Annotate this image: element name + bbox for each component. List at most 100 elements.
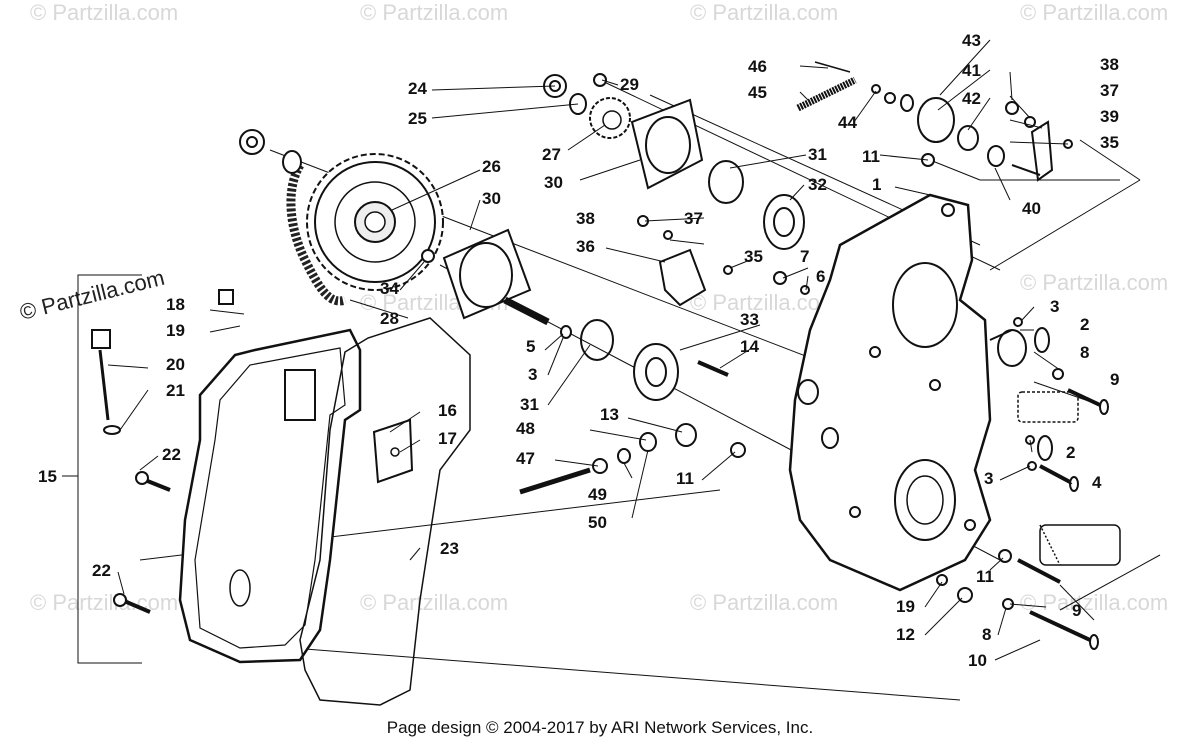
- callout-29: 29: [620, 75, 639, 94]
- callout-23: 23: [440, 539, 459, 558]
- callout-10: 10: [968, 651, 987, 670]
- leader-lines: [107, 39, 1101, 661]
- callout-2: 2: [1066, 443, 1075, 462]
- callout-1: 1: [872, 175, 881, 194]
- gasket: [299, 317, 471, 706]
- callout-15: 15: [38, 467, 57, 486]
- small-sprocket: [589, 97, 631, 139]
- spring: [796, 61, 857, 112]
- callout-32: 32: [808, 175, 827, 194]
- bolt-5: [503, 296, 572, 339]
- callout-37: 37: [1100, 81, 1119, 100]
- callout-8: 8: [982, 625, 991, 644]
- watermark-text: © Partzilla.com: [690, 590, 838, 615]
- callout-16: 16: [438, 401, 457, 420]
- watermark-text: © Partzilla.com: [1020, 0, 1168, 25]
- callout-30: 30: [544, 173, 563, 192]
- callout-36: 36: [576, 237, 595, 256]
- callout-37: 37: [684, 209, 703, 228]
- callout-11: 11: [976, 567, 994, 586]
- callout-3: 3: [1050, 297, 1059, 316]
- callout-34: 34: [380, 279, 399, 298]
- callout-8: 8: [1080, 343, 1089, 362]
- watermark-text: © Partzilla.com: [30, 0, 178, 25]
- callout-labels: 24 25 29 27 26 30 30 31 32 38 37 36 35 7…: [38, 31, 1119, 670]
- watermark-text: © Partzilla.com: [1020, 270, 1168, 295]
- callout-38: 38: [576, 209, 595, 228]
- callout-3: 3: [528, 365, 537, 384]
- callout-24: 24: [408, 79, 427, 98]
- callout-50: 50: [588, 513, 607, 532]
- callout-42: 42: [962, 89, 981, 108]
- callout-12: 12: [896, 625, 915, 644]
- callout-35: 35: [1100, 133, 1119, 152]
- bearing-plates: [442, 98, 704, 320]
- callout-33: 33: [740, 310, 759, 329]
- callout-22: 22: [92, 561, 111, 580]
- callout-22: 22: [162, 445, 181, 464]
- callout-39: 39: [1100, 107, 1119, 126]
- large-sprocket: [306, 153, 444, 291]
- callout-21: 21: [166, 381, 185, 400]
- callout-11: 11: [676, 469, 694, 488]
- callout-18: 18: [166, 295, 185, 314]
- callout-45: 45: [748, 83, 767, 102]
- watermark-text: © Partzilla.com: [690, 290, 838, 315]
- callout-26: 26: [482, 157, 501, 176]
- callout-20: 20: [166, 355, 185, 374]
- bracket-15: [62, 274, 142, 664]
- callout-9: 9: [1072, 601, 1081, 620]
- callout-25: 25: [408, 109, 427, 128]
- callout-7: 7: [800, 247, 809, 266]
- dipstick: [91, 289, 234, 614]
- callout-35: 35: [744, 247, 763, 266]
- callout-19: 19: [896, 597, 915, 616]
- callout-13: 13: [600, 405, 619, 424]
- watermark-main: © Partzilla.com: [17, 265, 167, 325]
- callout-47: 47: [516, 449, 535, 468]
- callout-48: 48: [516, 419, 535, 438]
- callout-17: 17: [438, 429, 457, 448]
- callout-11: 11: [862, 147, 880, 166]
- callout-4: 4: [1092, 473, 1102, 492]
- callout-2: 2: [1080, 315, 1089, 334]
- callout-41: 41: [962, 61, 981, 80]
- callout-27: 27: [542, 145, 561, 164]
- callout-40: 40: [1022, 199, 1041, 218]
- callout-30: 30: [482, 189, 501, 208]
- idler-parts: [871, 84, 1073, 182]
- callout-49: 49: [588, 485, 607, 504]
- bracket-36: [637, 215, 733, 307]
- callout-43: 43: [962, 31, 981, 50]
- top-hardware: [239, 73, 607, 263]
- callout-5: 5: [526, 337, 535, 356]
- callout-31: 31: [520, 395, 539, 414]
- callout-28: 28: [380, 309, 399, 328]
- watermark-text: © Partzilla.com: [1020, 590, 1168, 615]
- outer-cover: [178, 328, 362, 664]
- shafts: [1017, 391, 1121, 566]
- chaincase-housing: [788, 193, 1027, 592]
- callout-3: 3: [984, 469, 993, 488]
- watermark-text: © Partzilla.com: [30, 590, 178, 615]
- callout-38: 38: [1100, 55, 1119, 74]
- callout-31: 31: [808, 145, 827, 164]
- bearings: [633, 194, 805, 401]
- o-rings: [580, 160, 744, 361]
- callout-46: 46: [748, 57, 767, 76]
- callout-19: 19: [166, 321, 185, 340]
- center-hardware: [519, 271, 810, 495]
- watermark-text: © Partzilla.com: [360, 590, 508, 615]
- inspection-plate: [372, 418, 414, 484]
- watermark-layer: © Partzilla.com © Partzilla.com © Partzi…: [30, 0, 1168, 615]
- watermark-text: © Partzilla.com: [360, 0, 508, 25]
- watermark-text: © Partzilla.com: [690, 0, 838, 25]
- callout-9: 9: [1110, 370, 1119, 389]
- callout-6: 6: [816, 267, 825, 286]
- callout-44: 44: [838, 113, 857, 132]
- callout-14: 14: [740, 337, 759, 356]
- page-footer: Page design © 2004-2017 by ARI Network S…: [386, 718, 814, 737]
- drive-chain: [286, 162, 347, 306]
